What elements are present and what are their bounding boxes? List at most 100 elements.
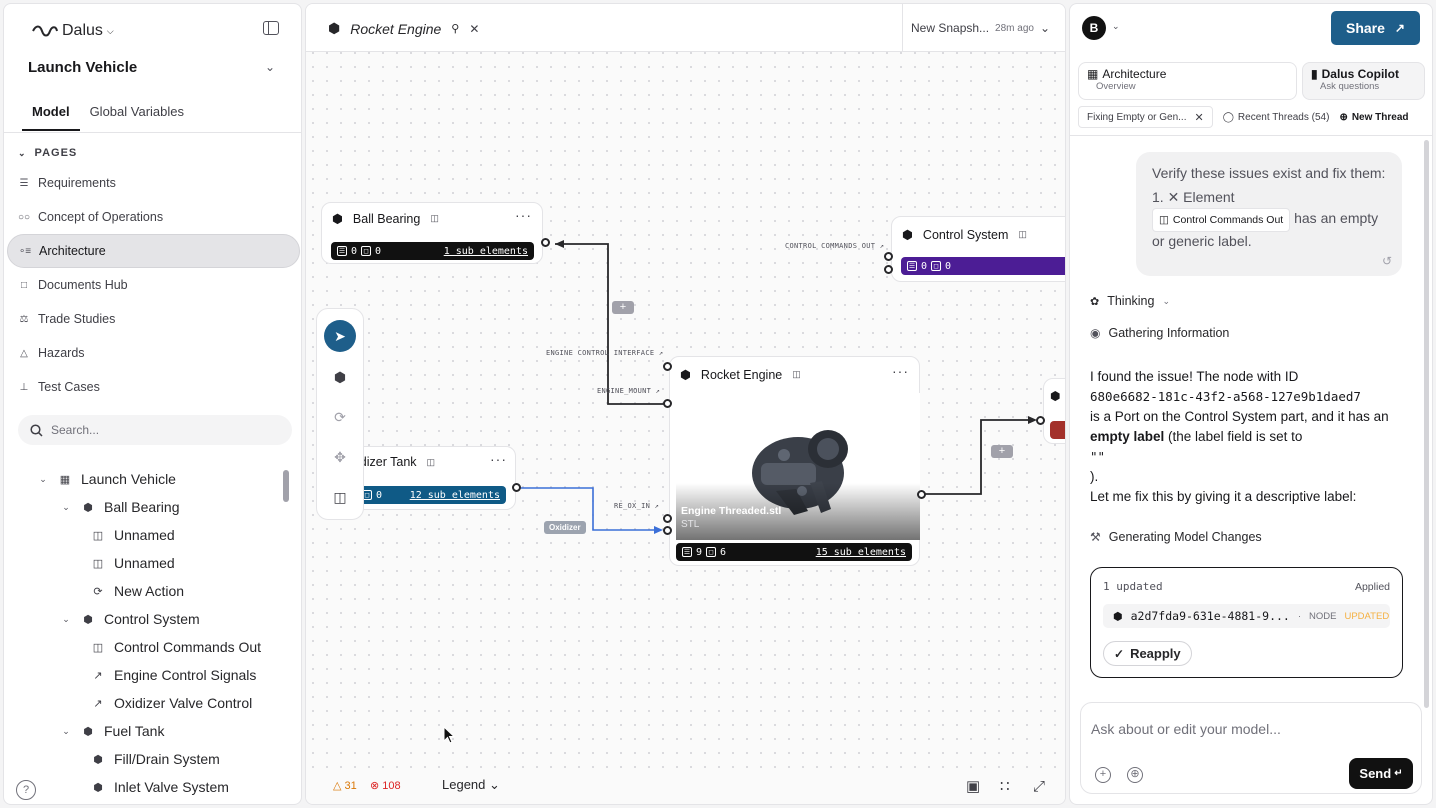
port-handle[interactable] <box>1036 416 1045 425</box>
chevron-down-icon[interactable]: ⌄ <box>62 725 70 736</box>
warnings-indicator[interactable]: △ 31 <box>333 779 357 792</box>
refresh-tool-icon[interactable]: ⟳ <box>334 408 346 425</box>
tab-model[interactable]: Model <box>22 100 80 131</box>
page-item-trade-studies[interactable]: ⚖Trade Studies <box>7 302 300 336</box>
project-title[interactable]: Launch Vehicle <box>28 59 138 76</box>
tree-item-control-commands-out[interactable]: ◫Control Commands Out <box>4 633 284 661</box>
model-preview[interactable]: Engine Threaded.stl STL <box>676 393 920 540</box>
chevron-down-icon[interactable]: ⌄ <box>62 613 70 624</box>
tree-item-fuel-tank[interactable]: ⌄⬢Fuel Tank <box>4 717 284 745</box>
add-part-tool-icon[interactable]: ⬢ <box>333 368 347 385</box>
node-offscreen[interactable]: ⬢ <box>1043 378 1065 444</box>
tree-item-engine-control-signals[interactable]: ↗Engine Control Signals <box>4 661 284 689</box>
share-button[interactable]: Share ↗ <box>1331 11 1420 45</box>
chevron-down-icon[interactable]: ⌄ <box>264 60 275 74</box>
thinking-toggle[interactable]: ✿ Thinking ⌄ <box>1090 294 1170 308</box>
port-handle[interactable] <box>884 252 893 261</box>
port-handle[interactable] <box>512 483 521 492</box>
legend-toggle[interactable]: Legend ⌄ <box>442 777 500 793</box>
add-edge-label-button[interactable]: + <box>612 301 634 314</box>
node-stats-pill[interactable]: □0 12 sub elements <box>356 486 506 504</box>
add-attachment-icon[interactable]: + <box>1095 767 1111 783</box>
tree-item-ball-bearing[interactable]: ⌄⬢Ball Bearing <box>4 493 284 521</box>
change-row[interactable]: ⬢ a2d7fda9-631e-4881-9... · NODE UPDATED <box>1103 604 1390 628</box>
more-options-icon[interactable]: ··· <box>515 207 532 223</box>
more-options-icon[interactable]: ··· <box>490 451 507 467</box>
port-tool-icon[interactable]: ◫ <box>333 488 347 505</box>
tree-item-oxidizer-valve-control[interactable]: ↗Oxidizer Valve Control <box>4 689 284 717</box>
node-control-system[interactable]: ⬢ Control System ◫ ☰0 □0 <box>891 216 1065 282</box>
snapshot-selector[interactable]: New Snapsh... 28m ago ⌄ <box>902 4 1065 52</box>
tree-item-new-action[interactable]: ⟳New Action <box>4 577 284 605</box>
port-handle[interactable] <box>663 399 672 408</box>
page-item-requirements[interactable]: ☰Requirements <box>7 166 300 200</box>
sub-elements-link[interactable]: 12 sub elements <box>409 489 500 501</box>
page-item-hazards[interactable]: △Hazards <box>7 336 300 370</box>
port-handle[interactable] <box>663 362 672 371</box>
tree-item-control-system[interactable]: ⌄⬢Control System <box>4 605 284 633</box>
close-icon[interactable]: ✕ <box>469 21 480 36</box>
page-item-test-cases[interactable]: ⊥Test Cases <box>7 370 300 404</box>
diagram-canvas[interactable]: ⬢ Rocket Engine ⚲ ✕ New Snapsh... 28m ag… <box>305 3 1066 805</box>
open-icon[interactable]: ◫ <box>430 213 439 223</box>
send-button[interactable]: Send ↵ <box>1349 758 1413 789</box>
edge-label-control-commands-out[interactable]: CONTROL COMMANDS OUT ↗ <box>785 242 885 250</box>
edge-label-re-ox-in[interactable]: RE_OX_IN ↗ <box>614 502 660 510</box>
element-chip[interactable]: ◫Control Commands Out <box>1152 208 1291 232</box>
mode-copilot[interactable]: ▮Dalus Copilot Ask questions <box>1302 62 1425 100</box>
undo-icon[interactable]: ↺ <box>1381 254 1392 268</box>
recent-threads-button[interactable]: ◯Recent Threads (54) <box>1223 112 1330 123</box>
node-stats-pill[interactable]: ☰0 □0 <box>901 257 1065 275</box>
select-tool-icon[interactable]: ➤ <box>324 320 356 352</box>
add-edge-label-button[interactable]: + <box>991 445 1013 458</box>
chevron-down-icon[interactable]: ⌄ <box>39 473 47 484</box>
tree-item-unnamed[interactable]: ◫Unnamed <box>4 549 284 577</box>
brand-menu[interactable]: Dalus ⌵ <box>32 22 114 40</box>
avatar[interactable]: B <box>1082 16 1106 40</box>
sub-elements-link[interactable]: 15 sub elements <box>815 546 906 558</box>
page-item-concept-of-operations[interactable]: ○○Concept of Operations <box>7 200 300 234</box>
port-handle[interactable] <box>663 526 672 535</box>
mode-architecture[interactable]: ▦Architecture Overview <box>1078 62 1297 100</box>
more-options-icon[interactable]: ··· <box>892 363 909 379</box>
tree-item-fill-drain-system[interactable]: ⬢Fill/Drain System <box>4 745 284 773</box>
edge-label-engine-mount[interactable]: ENGINE_MOUNT ↗ <box>597 387 661 395</box>
node-stats-pill[interactable]: ☰0 □0 1 sub elements <box>331 242 534 260</box>
current-thread-chip[interactable]: Fixing Empty or Gen... ✕ <box>1078 106 1213 128</box>
tab-global-variables[interactable]: Global Variables <box>89 104 184 119</box>
tree-item-unnamed[interactable]: ◫Unnamed <box>4 521 284 549</box>
open-icon[interactable]: ◫ <box>792 369 801 379</box>
node-rocket-engine[interactable]: ⬢ Rocket Engine ◫ ··· Engine <box>669 356 920 566</box>
pages-header[interactable]: ⌄ PAGES <box>18 147 77 159</box>
composer-placeholder[interactable]: Ask about or edit your model... <box>1091 721 1281 737</box>
tab-rocket-engine[interactable]: ⬢ Rocket Engine ⚲ ✕ <box>328 20 479 37</box>
port-handle[interactable] <box>917 490 926 499</box>
node-ball-bearing[interactable]: ⬢ Ball Bearing ◫ ··· ☰0 □0 1 sub element… <box>321 202 543 264</box>
globe-icon[interactable]: ⊕ <box>1127 767 1143 783</box>
new-thread-button[interactable]: ⊕New Thread <box>1339 112 1408 123</box>
fit-view-icon[interactable]: ▣ <box>966 778 981 795</box>
tree-item-inlet-valve-system[interactable]: ⬢Inlet Valve System <box>4 773 284 801</box>
port-handle[interactable] <box>884 265 893 274</box>
reapply-button[interactable]: ✓ Reapply <box>1103 641 1192 666</box>
search-input[interactable]: Search... <box>18 415 292 445</box>
tree-item-launch-vehicle[interactable]: ⌄▦Launch Vehicle <box>4 465 284 493</box>
sub-elements-link[interactable]: 1 sub elements <box>443 245 528 257</box>
page-item-documents-hub[interactable]: □Documents Hub <box>7 268 300 302</box>
collapse-sidebar-icon[interactable] <box>263 21 279 35</box>
open-icon[interactable]: ◫ <box>426 456 436 467</box>
expand-icon[interactable]: ⤢ <box>1033 778 1046 795</box>
port-handle[interactable] <box>663 514 672 523</box>
page-item-architecture[interactable]: ∘≡Architecture <box>7 234 300 268</box>
edge-label-engine-control-interface[interactable]: ENGINE CONTROL INTERFACE ↗ <box>546 349 664 357</box>
tree-scrollbar[interactable] <box>283 470 289 502</box>
pin-icon[interactable]: ⚲ <box>451 23 460 35</box>
open-icon[interactable]: ◫ <box>1018 229 1027 239</box>
chat-scrollbar[interactable] <box>1424 140 1429 708</box>
edge-tag-oxidizer[interactable]: Oxidizer <box>544 521 586 534</box>
grid-toggle-icon[interactable]: ∷ <box>1000 778 1010 795</box>
connect-tool-icon[interactable]: ✥ <box>334 448 346 465</box>
node-stats-pill[interactable]: ☰9 □6 15 sub elements <box>676 543 912 561</box>
chevron-down-icon[interactable]: ⌄ <box>1112 21 1120 31</box>
close-icon[interactable]: ✕ <box>1194 111 1204 124</box>
